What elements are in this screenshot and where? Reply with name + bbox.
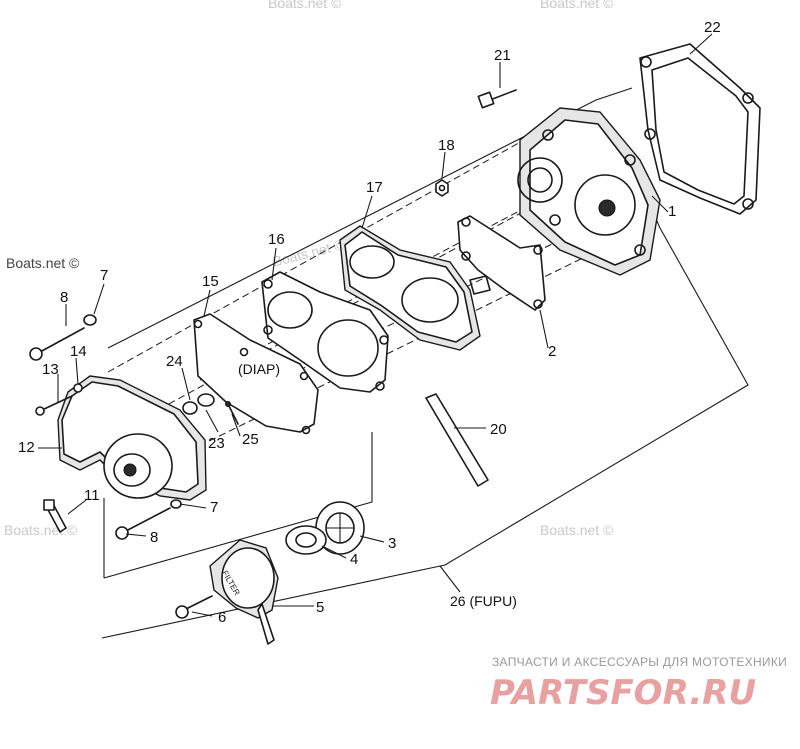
label-fupu: 26 (FUPU) xyxy=(450,593,517,609)
gasket-2 xyxy=(457,215,546,311)
label-part-15: 15 xyxy=(202,273,219,290)
diaphragm-15 xyxy=(193,313,319,435)
label-part-1: 1 xyxy=(668,203,676,220)
label-part-6: 6 xyxy=(218,609,226,626)
label-part-23: 23 xyxy=(208,435,225,452)
pump-body-1 xyxy=(517,107,661,276)
label-part-13: 13 xyxy=(42,361,59,378)
washer-7-lower xyxy=(170,499,182,509)
nut-18 xyxy=(435,151,449,197)
pin-25 xyxy=(225,401,239,425)
label-part-24: 24 xyxy=(166,353,183,370)
label-part-18: 18 xyxy=(438,137,455,154)
screen-3 xyxy=(315,501,365,555)
filter-bracket xyxy=(103,432,373,579)
screw-13 xyxy=(35,395,73,416)
gasket-22 xyxy=(639,43,761,215)
gasket-4 xyxy=(285,525,327,555)
gasket-16 xyxy=(261,271,389,393)
watermark-right: Boats.net © xyxy=(540,522,614,538)
label-part-3: 3 xyxy=(388,535,396,552)
filter-cover-5: FILTER xyxy=(209,539,279,645)
screw-8-upper xyxy=(29,304,85,361)
watermark-bottom-left: Boats.net © xyxy=(4,522,78,538)
label-part-22: 22 xyxy=(704,19,721,36)
washer-14 xyxy=(73,383,83,393)
screw-8-lower xyxy=(115,507,171,540)
label-part-21: 21 xyxy=(494,47,511,64)
fitting-housing-12 xyxy=(57,375,207,501)
brand-tagline: ЗАПЧАСТИ И АКСЕССУАРЫ ДЛЯ МОТОТЕХНИКИ xyxy=(492,655,787,669)
label-diap: (DIAP) xyxy=(238,361,280,377)
label-part-25: 25 xyxy=(242,431,259,448)
label-part-5: 5 xyxy=(316,599,324,616)
diaphragm-housing-17 xyxy=(339,225,491,351)
label-part-7-lower: 7 xyxy=(210,499,218,516)
assembly-outline-top xyxy=(107,87,633,349)
label-part-12: 12 xyxy=(18,439,35,456)
label-part-11: 11 xyxy=(84,487,100,504)
label-part-16: 16 xyxy=(268,231,285,248)
label-part-2: 2 xyxy=(548,343,556,360)
hose-20 xyxy=(425,393,489,487)
label-part-20: 20 xyxy=(490,421,507,438)
label-part-8-upper: 8 xyxy=(60,289,68,306)
nipple-11 xyxy=(43,499,87,533)
watermark-left: Boats.net © xyxy=(6,255,80,271)
label-part-4: 4 xyxy=(350,551,358,568)
screw-21 xyxy=(477,62,517,109)
assembly-outline xyxy=(101,209,749,639)
label-part-7-upper: 7 xyxy=(100,267,108,284)
washer-7-upper xyxy=(83,283,105,326)
brand-logo: PARTSFOR.RU xyxy=(490,673,756,713)
leader-lines xyxy=(38,33,713,617)
label-part-14: 14 xyxy=(70,343,87,360)
watermark-top: Boats.net © xyxy=(268,0,342,11)
seal-24 xyxy=(182,393,215,415)
watermark-top-right: Boats.net © xyxy=(540,0,614,11)
label-part-17: 17 xyxy=(366,179,383,196)
screw-6 xyxy=(175,595,213,619)
label-part-8-lower: 8 xyxy=(150,529,158,546)
